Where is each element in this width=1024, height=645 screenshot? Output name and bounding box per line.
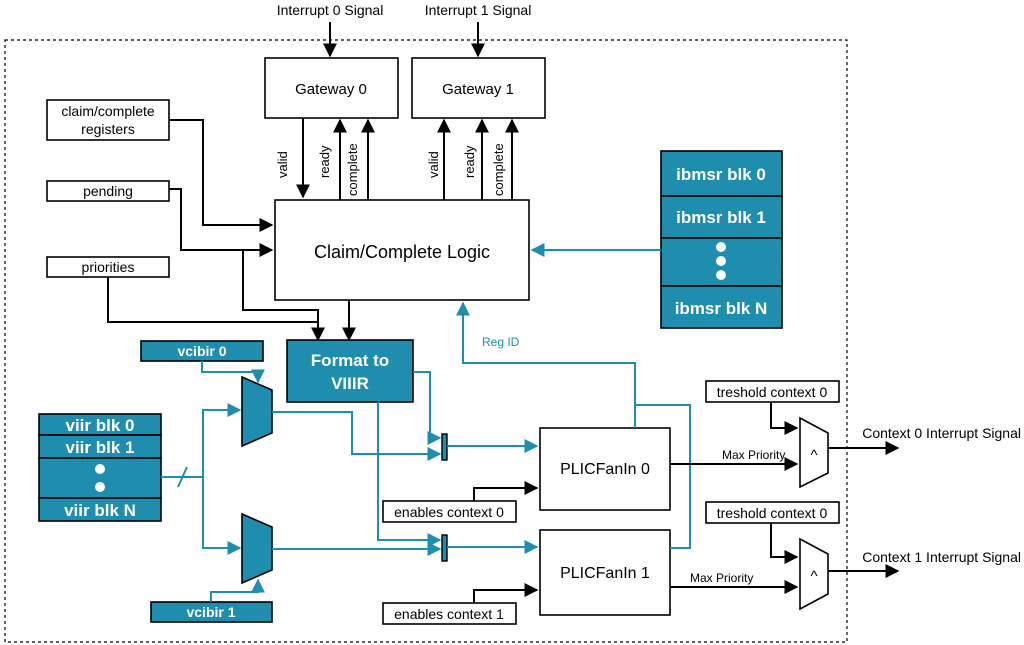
- mux-0-output-wire: [272, 411, 442, 461]
- threshold-context-0-label: treshold context 0: [717, 384, 828, 400]
- plic-fanin-1-label: PLICFanIn 1: [560, 565, 650, 582]
- claim-complete-registers-block: claim/complete registers: [46, 99, 170, 141]
- ibmsr-blk-1-label: ibmsr blk 1: [676, 208, 766, 227]
- claim-complete-logic-block: Claim/Complete Logic: [274, 199, 530, 301]
- mux-0: [241, 375, 273, 448]
- vcibir-0-block: vcibir 0: [140, 340, 264, 362]
- enables-context-0-block: enables context 0: [382, 500, 517, 523]
- max-priority-0-label: Max Priority: [722, 448, 785, 462]
- enables-1-wire: [473, 583, 539, 603]
- claim-complete-registers-label-2: registers: [81, 121, 135, 137]
- plic-boundary: [4, 39, 848, 643]
- threshold-1-wire: [770, 523, 799, 564]
- ibmsr-ellipsis-dot: [716, 242, 726, 252]
- gateway-0-label: Gateway 0: [295, 81, 367, 98]
- enables-0-wire: [473, 481, 539, 501]
- threshold-context-0-block: treshold context 0: [705, 380, 840, 403]
- gateway-0-valid-label: valid: [275, 151, 290, 178]
- viir-blk-1-label: viir blk 1: [66, 438, 135, 457]
- enables-context-1-label: enables context 1: [394, 606, 504, 622]
- plic-0-reg-id-wire: [456, 301, 636, 428]
- gateway-1-block: Gateway 1: [411, 57, 546, 119]
- vcibir-1-block: vcibir 1: [150, 601, 273, 623]
- pipeline-register-1: [441, 534, 448, 562]
- vcibir-0-label: vcibir 0: [177, 343, 226, 359]
- plic-1-reg-id-wire: [635, 404, 691, 549]
- comparator-1-symbol: ^: [810, 568, 817, 585]
- ibmsr-blk-0-label: ibmsr blk 0: [676, 165, 766, 184]
- comparator-0-symbol: ^: [810, 447, 817, 464]
- threshold-context-1-label: treshold context 0: [717, 505, 828, 521]
- pending-to-format-wire: [242, 250, 325, 342]
- viir-ellipsis-dot: [95, 482, 105, 492]
- plic-fanin-0-block: PLICFanIn 0: [539, 427, 671, 511]
- priorities-wire: [107, 277, 318, 323]
- ibmsr-blk-n-label: ibmsr blk N: [675, 299, 768, 318]
- format-label-1: Format to: [311, 351, 389, 370]
- viir-blk-0-label: viir blk 0: [66, 416, 135, 435]
- format-label-2: VIIIR: [331, 374, 369, 393]
- claim-registers-wire: [169, 119, 274, 232]
- pipeline-register-0: [441, 433, 448, 461]
- max-priority-1-label: Max Priority: [690, 571, 753, 585]
- gateway-1-complete-label: complete: [491, 143, 506, 196]
- viir-stack: viir blk 0 viir blk 1 viir blk N: [38, 413, 162, 522]
- plic-fanin-0-label: PLICFanIn 0: [560, 461, 650, 478]
- priorities-block: priorities: [46, 256, 170, 278]
- pending-label: pending: [83, 183, 133, 199]
- vcibir-1-label: vcibir 1: [186, 604, 235, 620]
- reg-id-label: Reg ID: [482, 335, 520, 349]
- claim-complete-logic-label: Claim/Complete Logic: [314, 242, 490, 262]
- gateway-1-valid-label: valid: [426, 151, 441, 178]
- viir-to-mux-1-wire: [202, 477, 242, 555]
- interrupt-0-signal-label: Interrupt 0 Signal: [277, 2, 384, 18]
- priorities-label: priorities: [82, 259, 135, 275]
- threshold-context-1-block: treshold context 0: [705, 501, 840, 524]
- gateway-1-ready-label: ready: [462, 145, 477, 178]
- context-1-interrupt-label: Context 1 Interrupt Signal: [862, 549, 1021, 565]
- gateway-0-block: Gateway 0: [264, 57, 399, 119]
- format-to-viiir-block: Format to VIIIR: [286, 339, 414, 403]
- format-to-reg-0-wire: [413, 371, 442, 445]
- format-to-reg-1-wire: [377, 402, 442, 547]
- context-0-interrupt-label: Context 0 Interrupt Signal: [862, 425, 1021, 441]
- comparator-1: [799, 537, 829, 611]
- ibmsr-ellipsis-dot: [716, 256, 726, 266]
- viir-to-mux-0-wire: [202, 403, 242, 477]
- plic-fanin-1-block: PLICFanIn 1: [539, 529, 671, 616]
- vcibir-1-to-mux-wire: [210, 578, 265, 602]
- pending-block: pending: [46, 180, 170, 202]
- viir-ellipsis-dot: [95, 464, 105, 474]
- viir-bus-width-mark: [177, 466, 188, 488]
- comparator-0: [799, 416, 829, 489]
- viir-blk-n-label: viir blk N: [64, 501, 136, 520]
- pending-wire: [169, 188, 274, 257]
- interrupt-1-signal-label: Interrupt 1 Signal: [425, 2, 532, 18]
- vcibir-0-to-mux-wire: [201, 361, 265, 384]
- ibmsr-stack: ibmsr blk 0 ibmsr blk 1 ibmsr blk N: [660, 150, 783, 329]
- mux-1: [241, 512, 273, 585]
- gateway-1-label: Gateway 1: [442, 81, 514, 98]
- gateway-0-complete-label: complete: [345, 143, 360, 196]
- enables-context-1-block: enables context 1: [382, 602, 517, 625]
- ibmsr-ellipsis-dot: [716, 270, 726, 280]
- gateway-0-ready-label: ready: [317, 145, 332, 178]
- claim-complete-registers-label-1: claim/complete: [61, 103, 155, 119]
- enables-context-0-label: enables context 0: [394, 504, 504, 520]
- threshold-0-wire: [770, 402, 799, 435]
